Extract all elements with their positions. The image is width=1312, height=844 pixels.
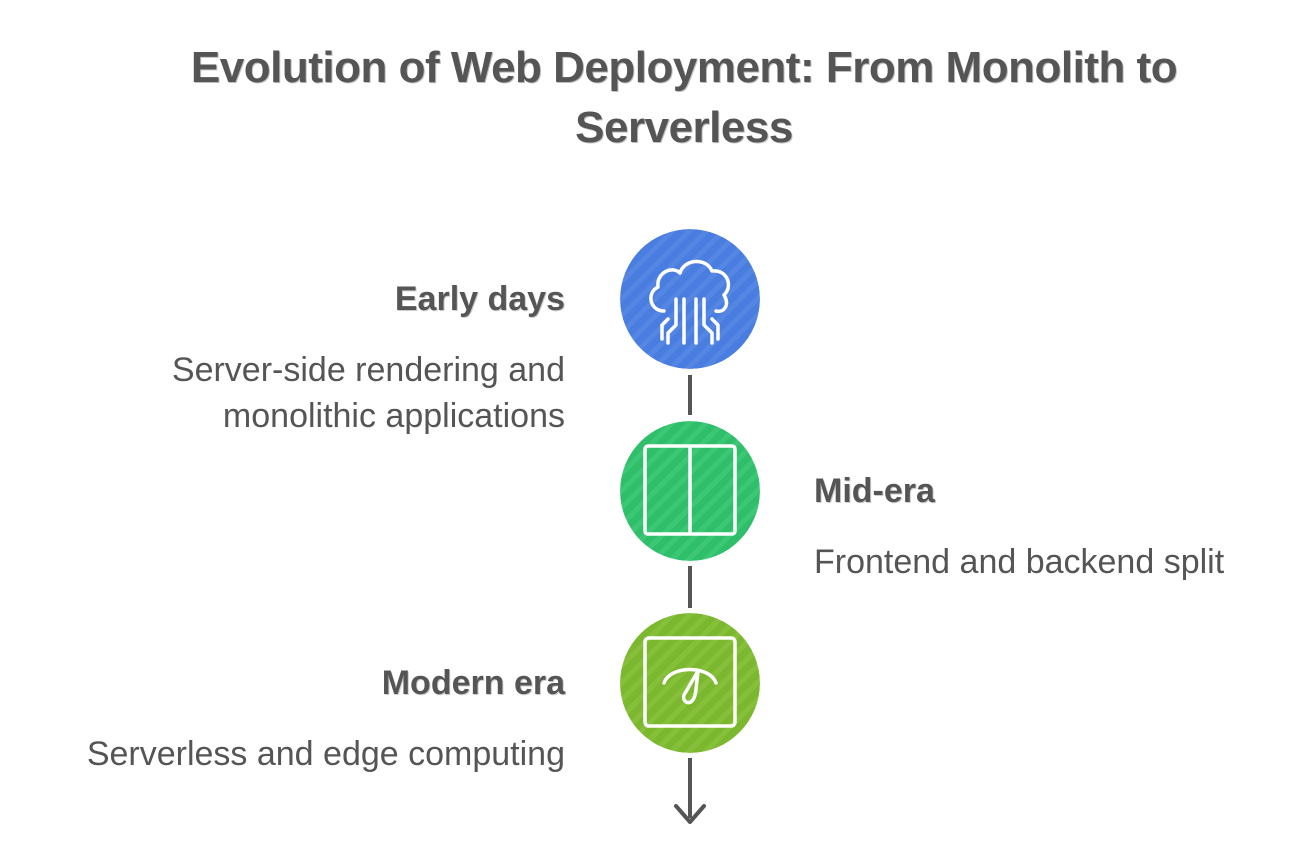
timeline-connector-1 xyxy=(688,375,692,415)
split-panel-icon xyxy=(620,421,760,561)
diagram-title: Evolution of Web Deployment: From Monoli… xyxy=(0,38,1312,158)
stage-description-line: Server-side rendering and xyxy=(171,351,565,389)
timeline-arrow-head-icon xyxy=(674,804,706,824)
stage-description-line: monolithic applications xyxy=(222,397,565,435)
stage-node-modern-era xyxy=(620,613,760,753)
stage-heading-mid-era: Mid-era xyxy=(814,472,935,510)
stage-description-line: Frontend and backend split xyxy=(814,543,1225,581)
stage-heading-modern-era: Modern era xyxy=(381,664,565,702)
timeline-connector-2 xyxy=(688,566,692,608)
stage-node-early-days xyxy=(620,229,760,369)
cloud-circuit-icon xyxy=(620,229,760,369)
timeline-connector-3 xyxy=(688,758,692,818)
title-line-2: Serverless xyxy=(575,103,793,152)
stage-description-mid-era: Frontend and backend split xyxy=(814,539,1224,585)
stage-description-modern-era: Serverless and edge computing xyxy=(87,731,565,777)
stage-node-mid-era xyxy=(620,421,760,561)
stage-description-early-days: Server-side rendering and monolithic app… xyxy=(172,347,565,439)
stage-heading-early-days: Early days xyxy=(394,280,565,318)
title-line-1: Evolution of Web Deployment: From Monoli… xyxy=(190,43,1178,92)
gauge-icon xyxy=(620,613,760,753)
stage-description-line: Serverless and edge computing xyxy=(86,735,565,773)
